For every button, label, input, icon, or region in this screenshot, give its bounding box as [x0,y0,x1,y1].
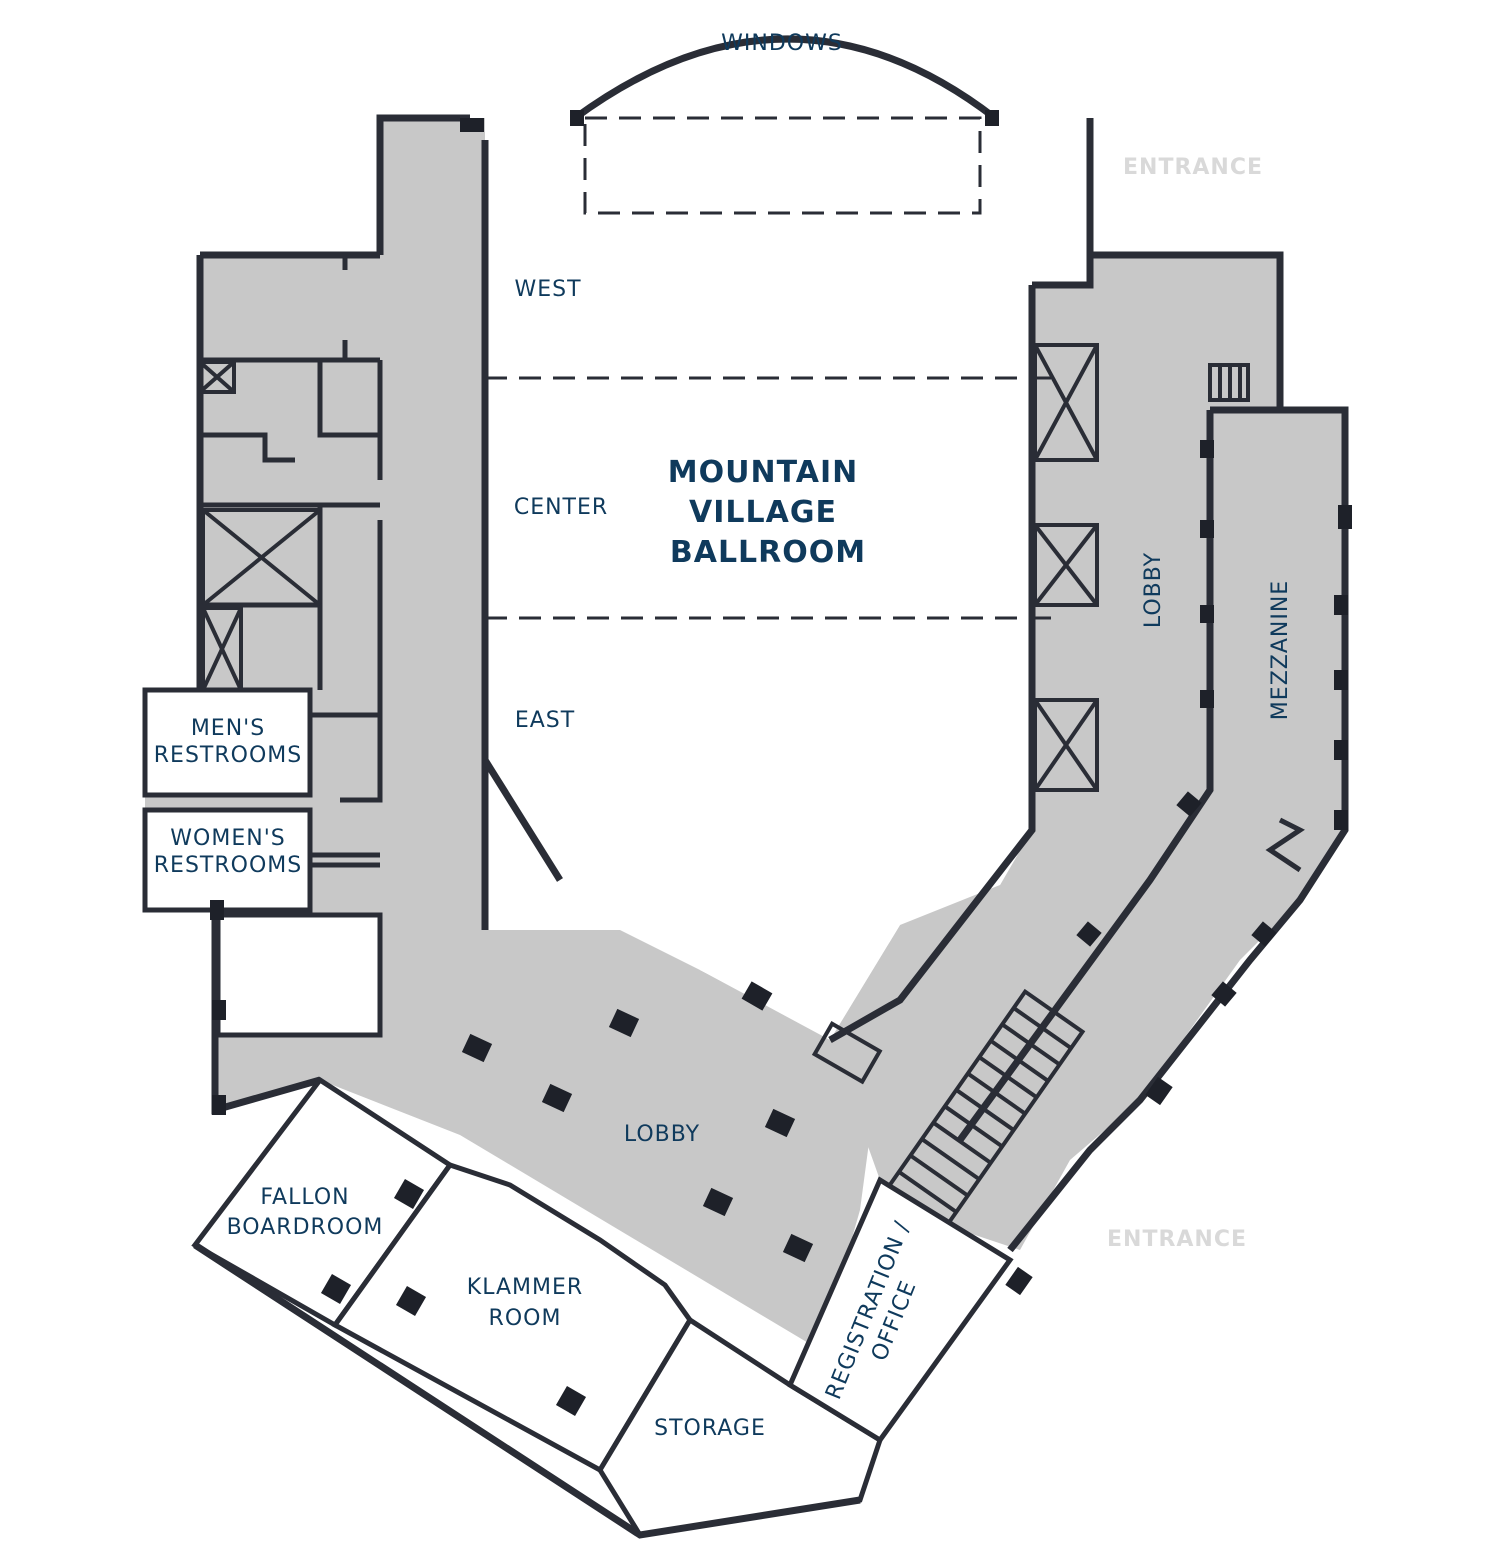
east-features [811,343,1305,1232]
klammer-room [331,1162,693,1474]
label-lobby-main: LOBBY [624,1122,700,1147]
label-lobby-vertical: LOBBY [1141,552,1166,628]
label-mezzanine: MEZZANINE [1268,580,1293,720]
label-east: EAST [515,708,575,733]
label-entrance-top: ENTRANCE [1123,155,1263,180]
label-windows: WINDOWS [721,31,843,56]
label-fallon-2: BOARDROOM [227,1215,384,1240]
womens-restroom [142,807,313,913]
columns [210,110,1352,1417]
label-mens-2: RESTROOMS [154,743,302,768]
label-storage: STORAGE [654,1416,766,1441]
windows-arc [572,35,998,121]
label-klammer-2: ROOM [489,1306,562,1331]
label-womens-1: WOMEN'S [170,826,285,851]
label-womens-2: RESTROOMS [154,853,302,878]
restrooms [142,687,383,1038]
label-ballroom-3: BALLROOM [670,535,866,570]
grand-stair [884,988,1086,1232]
mens-restroom [142,687,313,798]
label-center: CENTER [514,495,608,520]
side-room [215,912,383,1038]
lower-rooms [191,1076,1014,1539]
registration-office [786,1176,1014,1444]
service-rooms [198,255,383,800]
corridor-floor [145,118,1345,1350]
windows-dash-box [583,116,982,215]
label-ballroom-2: VILLAGE [689,495,837,530]
label-west: WEST [514,277,581,302]
ballroom-area [481,35,1094,1044]
label-ballroom-1: MOUNTAIN [668,455,858,490]
label-fallon-1: FALLON [260,1185,349,1210]
label-entrance-bottom: ENTRANCE [1107,1227,1247,1252]
label-klammer-1: KLAMMER [467,1275,583,1300]
outer-walls [196,114,1349,1253]
label-mens-1: MEN'S [191,716,265,741]
